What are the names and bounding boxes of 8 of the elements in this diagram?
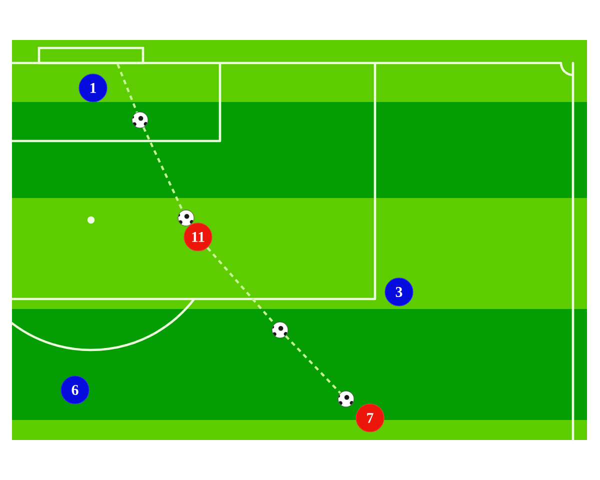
soccer-ball (132, 112, 148, 128)
ball-path-line (116, 64, 138, 113)
ball-path-line (142, 126, 184, 211)
soccer-ball (272, 322, 288, 338)
soccer-ball (338, 390, 354, 408)
soccer-ball (178, 210, 194, 226)
ball-path-line (284, 335, 342, 394)
goal (38, 46, 144, 64)
